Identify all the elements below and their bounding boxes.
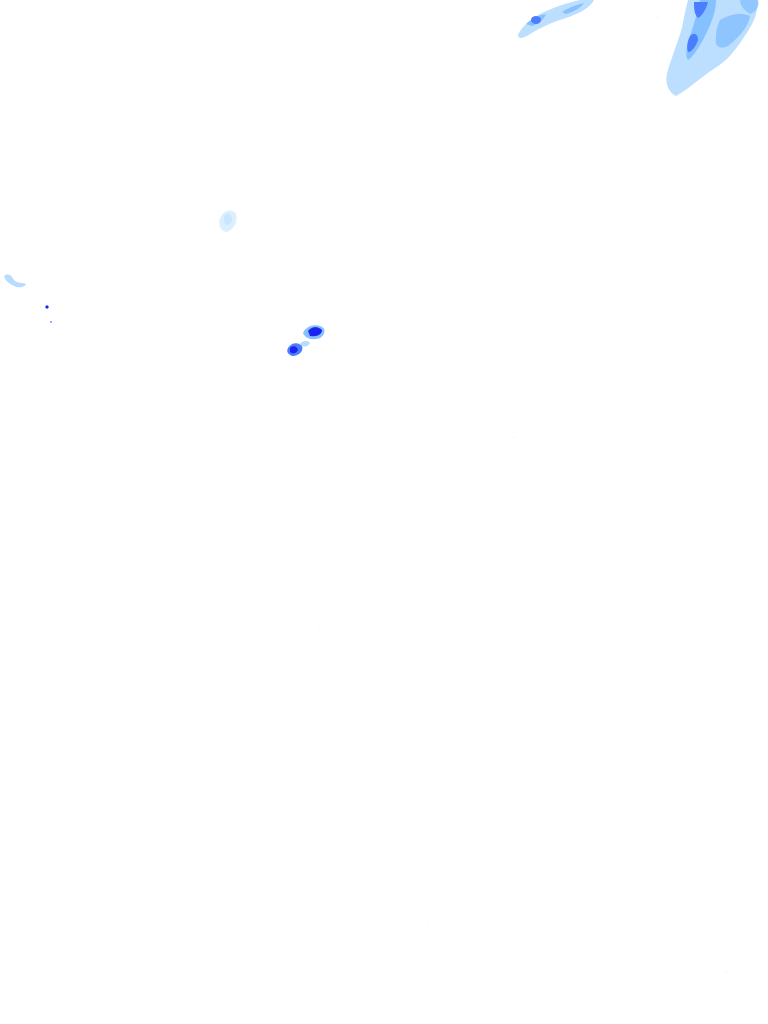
echo-central-storm-cells [287, 325, 325, 356]
echo-top-center-band [518, 0, 594, 38]
echo-left-mid-cell [219, 210, 237, 232]
echo-left-edge-cells [4, 274, 52, 323]
echo-noise-specks [257, 17, 727, 973]
echo-top-right-cluster [666, 0, 759, 96]
